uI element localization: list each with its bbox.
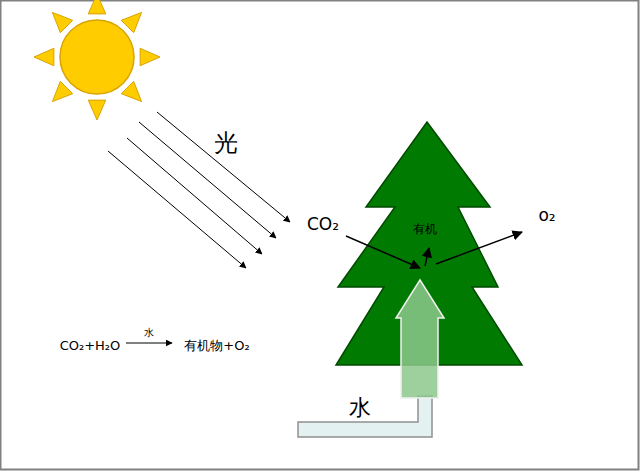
equation-condition: 水 bbox=[144, 328, 154, 338]
sun-ray bbox=[121, 81, 141, 101]
water-label: 水 bbox=[349, 397, 371, 419]
equation-left: CO₂+H₂O bbox=[60, 339, 121, 352]
o2-label: o₂ bbox=[538, 207, 555, 224]
co2-label: CO₂ bbox=[307, 216, 339, 233]
sun-ray bbox=[34, 48, 54, 65]
light-rays bbox=[108, 112, 290, 268]
sun-ray bbox=[88, 0, 105, 14]
light-label: 光 bbox=[214, 131, 238, 155]
sun-disc bbox=[60, 20, 134, 94]
organic-label: 有机 bbox=[413, 223, 437, 235]
sun-ray bbox=[52, 12, 72, 32]
sun-ray bbox=[88, 100, 105, 120]
sun-ray bbox=[52, 81, 72, 101]
sun-ray bbox=[121, 12, 141, 32]
gas-arrows bbox=[346, 232, 522, 268]
equation-right: 有机物+O₂ bbox=[184, 339, 249, 352]
water-pipe bbox=[298, 396, 432, 437]
water-up-arrow bbox=[396, 280, 444, 398]
reaction-arrow bbox=[126, 343, 172, 344]
sun-ray bbox=[140, 48, 160, 65]
sun bbox=[34, 0, 160, 120]
